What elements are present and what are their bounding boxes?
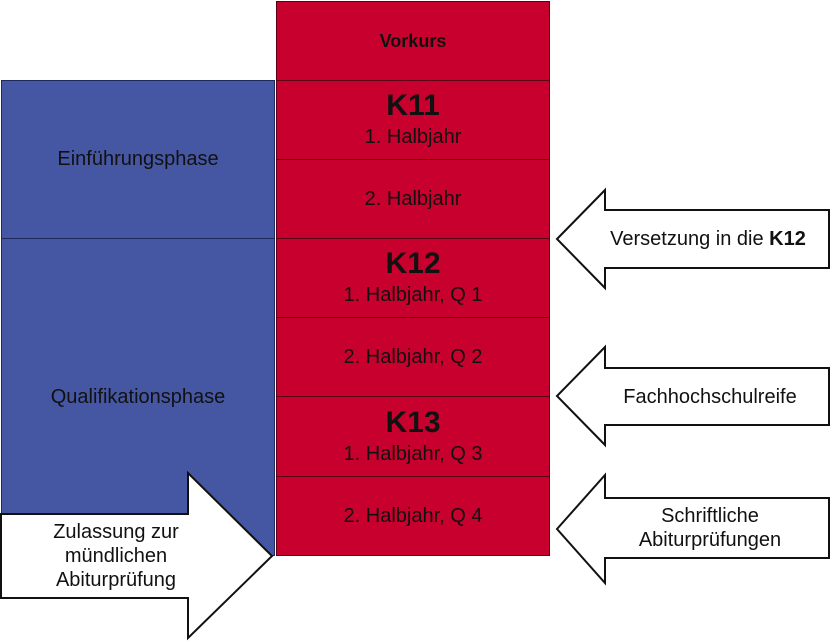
block-k12-2-sub: 2. Halbjahr, Q 2 (343, 346, 483, 368)
arrow-schriftliche-line1: Schriftliche (661, 505, 759, 527)
phase-qualifikation-label: Qualifikationsphase (50, 385, 226, 408)
block-k11-2-sub: 2. Halbjahr (364, 188, 462, 210)
arrow-fachhochschulreife-text: Fachhochschulreife (623, 385, 797, 408)
phase-einfuehrung-label: Einführungsphase (57, 148, 219, 170)
block-k13-1: K13 1. Halbjahr, Q 3 (276, 396, 550, 477)
arrow-schriftliche-left-arrow-icon (555, 472, 830, 586)
arrow-zulassung-line2: mündlichen (64, 545, 168, 567)
block-k13-grade: K13 (385, 405, 441, 439)
arrow-fachhochschulreife-left-arrow-icon (555, 344, 830, 448)
block-k13-2: 2. Halbjahr, Q 4 (276, 476, 550, 556)
arrow-zulassung-label: Zulassung zur mündlichen Abiturprüfung (20, 514, 212, 598)
block-k13-sub: 1. Halbjahr, Q 3 (343, 442, 483, 465)
block-k12-1: K12 1. Halbjahr, Q 1 (276, 238, 550, 318)
phase-einfuehrung: Einführungsphase (1, 80, 275, 239)
arrow-versetzung-text: Versetzung in die (610, 228, 770, 250)
arrow-zulassung-line1: Zulassung zur (53, 521, 179, 543)
arrow-versetzung-bold: K12 (769, 228, 806, 250)
block-k11-grade: K11 (386, 89, 440, 122)
phase-qualifikation: Qualifikationsphase (1, 238, 275, 556)
block-k11-2: 2. Halbjahr (276, 159, 550, 239)
block-k11-1: K11 1. Halbjahr (276, 80, 550, 160)
arrow-schriftliche-label: Schriftliche Abiturprüfungen (595, 498, 825, 558)
block-vorkurs: Vorkurs (276, 1, 550, 81)
block-k12-2: 2. Halbjahr, Q 2 (276, 317, 550, 397)
arrow-versetzung-left-arrow-icon (555, 187, 830, 291)
arrow-versetzung-label: Versetzung in die K12 (588, 210, 828, 268)
arrow-schriftliche-line2: Abiturprüfungen (638, 529, 782, 551)
arrow-zulassung-line3: Abiturprüfung (55, 569, 177, 591)
block-k13-2-sub: 2. Halbjahr, Q 4 (343, 505, 483, 527)
block-k12-grade: K12 (385, 247, 441, 280)
block-k11-sub: 1. Halbjahr (364, 126, 462, 148)
arrow-fachhochschulreife-label: Fachhochschulreife (595, 368, 825, 425)
block-k12-sub: 1. Halbjahr, Q 1 (343, 284, 483, 306)
block-vorkurs-label: Vorkurs (379, 30, 447, 51)
arrow-zulassung-right-arrow-icon (0, 470, 274, 641)
